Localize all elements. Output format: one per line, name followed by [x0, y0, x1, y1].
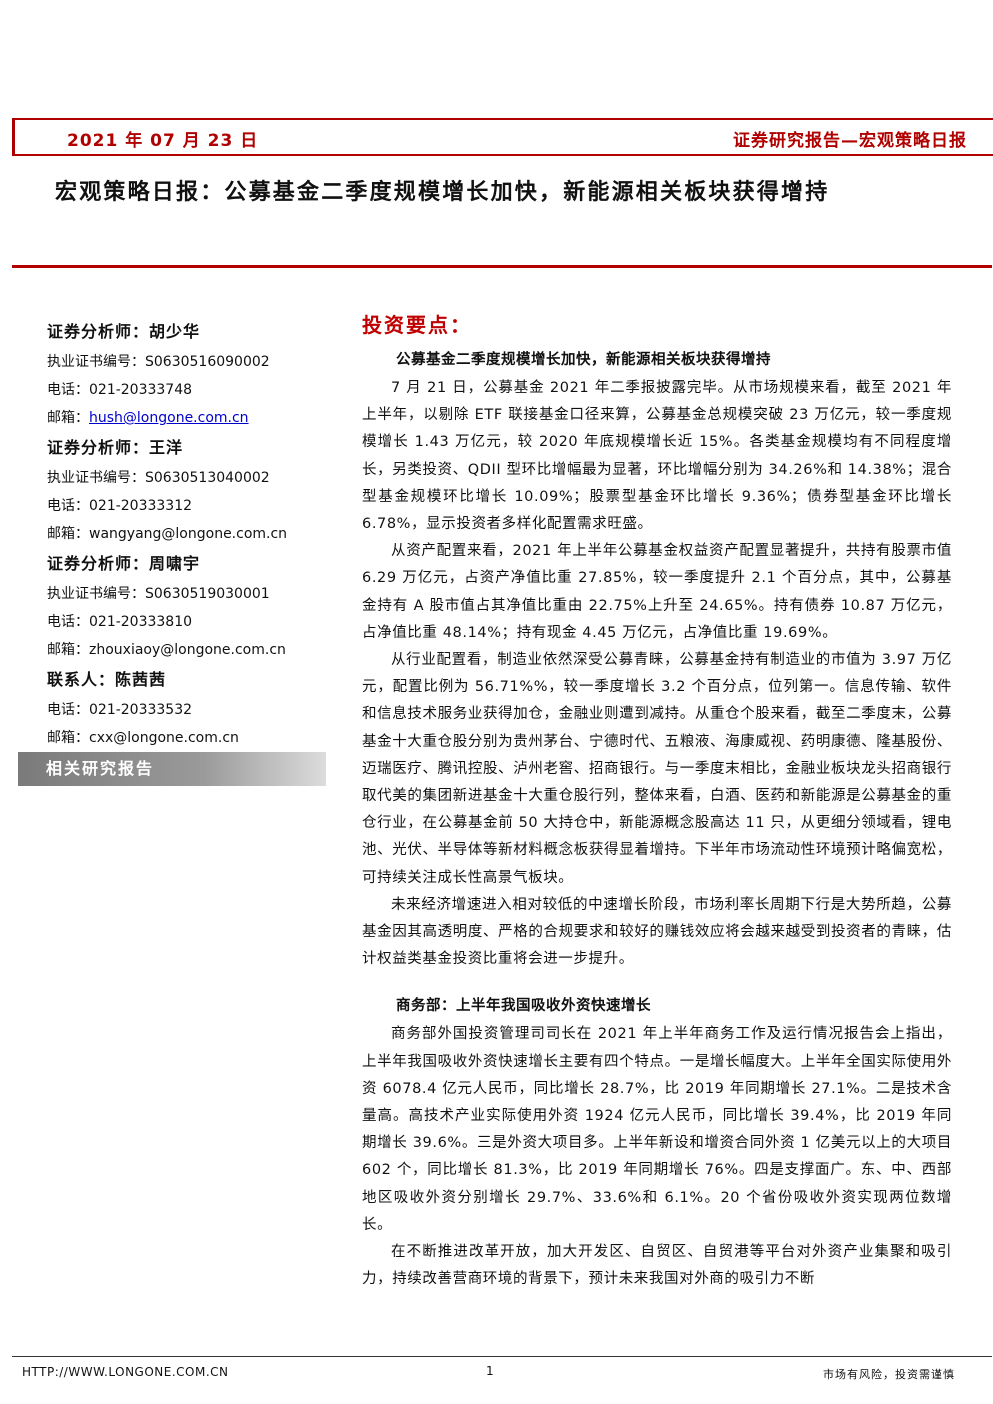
email-label: 邮箱：: [47, 410, 89, 426]
analyst-cert: 执业证书编号：S0630516090002: [47, 354, 270, 370]
main-content: 投资要点： 公募基金二季度规模增长加快，新能源相关板块获得增持 7 月 21 日…: [362, 305, 952, 1294]
header-bar: 2021 年 07 月 23 日 证券研究报告—宏观策略日报: [12, 118, 993, 156]
sub-heading: 商务部：上半年我国吸收外资快速增长: [396, 998, 651, 1015]
analyst-name: 证券分析师：王洋: [47, 438, 184, 457]
header-bar-border: [15, 118, 993, 156]
spacer: [362, 973, 952, 993]
paragraph: 7 月 21 日，公募基金 2021 年二季报披露完毕。从市场规模来看，截至 2…: [362, 380, 952, 533]
paragraph: 未来经济增速进入相对较低的中速增长阶段，市场利率长周期下行是大势所趋，公募基金因…: [362, 896, 952, 968]
related-reports-heading: 相关研究报告: [18, 752, 326, 786]
analyst-name: 证券分析师：胡少华: [47, 322, 201, 341]
sub-heading: 公募基金二季度规模增长加快，新能源相关板块获得增持: [396, 352, 771, 368]
analyst-phone: 电话：021-20333312: [47, 498, 193, 514]
paragraph: 从资产配置来看，2021 年上半年公募基金权益资产配置显著提升，共持有股票市值 …: [362, 543, 952, 641]
email-label: 邮箱：: [47, 730, 89, 746]
title-divider: [12, 265, 992, 268]
email-label: 邮箱：: [47, 526, 89, 542]
paragraph: 在不断推进改革开放，加大开发区、自贸区、自贸港等平台对外资产业集聚和吸引力，持续…: [362, 1244, 952, 1288]
footer-url[interactable]: HTTP://WWW.LONGONE.COM.CN: [22, 1365, 229, 1379]
footer-disclaimer: 市场有风险，投资需谨慎: [823, 1368, 955, 1381]
analyst-email-line: 邮箱：wangyang@longone.com.cn: [47, 522, 332, 550]
contact-email: cxx@longone.com.cn: [89, 730, 239, 746]
analyst-cert: 执业证书编号：S0630519030001: [47, 586, 270, 602]
contact-email-line: 邮箱：cxx@longone.com.cn: [47, 726, 332, 754]
contact-name: 联系人：陈茜茜: [47, 670, 167, 689]
analyst-name: 证券分析师：周啸宇: [47, 554, 201, 573]
analyst-email: wangyang@longone.com.cn: [89, 526, 288, 542]
paragraph: 从行业配置看，制造业依然深受公募青睐，公募基金持有制造业的市值为 3.97 万亿…: [362, 652, 952, 886]
page-number: 1: [486, 1364, 494, 1378]
analyst-phone: 电话：021-20333748: [47, 382, 193, 398]
contact-phone: 电话：021-20333532: [47, 702, 193, 718]
analyst-phone: 电话：021-20333810: [47, 614, 193, 630]
analyst-email-link[interactable]: hush@longone.com.cn: [89, 410, 249, 426]
report-date: 2021 年 07 月 23 日: [67, 131, 259, 151]
report-type: 证券研究报告—宏观策略日报: [733, 131, 967, 151]
paragraph: 商务部外国投资管理司司长在 2021 年上半年商务工作及运行情况报告会上指出，上…: [362, 1026, 952, 1233]
analyst-email-line: 邮箱：hush@longone.com.cn: [47, 406, 332, 434]
analyst-sidebar: 证券分析师：胡少华 执业证书编号：S0630516090002 电话：021-2…: [47, 318, 332, 754]
analyst-cert: 执业证书编号：S0630513040002: [47, 470, 270, 486]
analyst-email-line: 邮箱：zhouxiaoy@longone.com.cn: [47, 638, 332, 666]
footer-divider: [12, 1356, 992, 1357]
analyst-email: zhouxiaoy@longone.com.cn: [89, 642, 286, 658]
email-label: 邮箱：: [47, 642, 89, 658]
section-heading: 投资要点：: [362, 313, 472, 337]
page-title: 宏观策略日报：公募基金二季度规模增长加快，新能源相关板块获得增持: [55, 180, 830, 205]
